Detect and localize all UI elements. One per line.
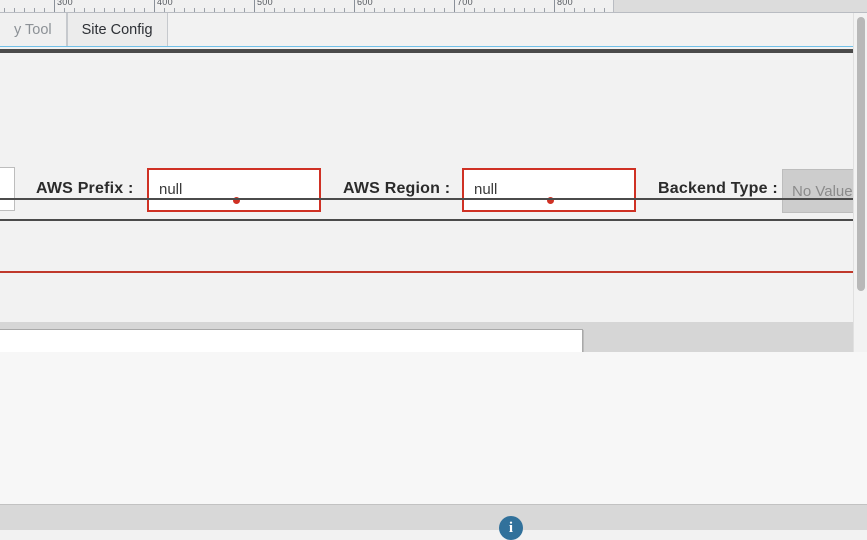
ruler-major-tick [454, 0, 455, 12]
config-panel: AWS Prefix : null AWS Region : null Back… [0, 49, 853, 352]
tab-strip: y Tool Site Config [0, 13, 168, 46]
ruler-minor-tick [574, 8, 575, 12]
ruler-major-tick [254, 0, 255, 12]
info-icon[interactable]: i [499, 516, 523, 540]
backend-type-select[interactable]: No Value [782, 169, 853, 213]
backend-type-label: Backend Type : [658, 180, 778, 197]
ruler-label: 400 [157, 0, 173, 7]
ruler-minor-tick [384, 8, 385, 12]
tab-bar-empty-space [145, 13, 867, 46]
divider-upper [0, 198, 853, 200]
backend-type-value: No Value [792, 182, 853, 200]
ruler-minor-tick [504, 8, 505, 12]
ruler-minor-tick [584, 8, 585, 12]
ruler-minor-tick [334, 8, 335, 12]
ruler-minor-tick [24, 8, 25, 12]
ruler-major-tick [354, 0, 355, 12]
ruler-minor-tick [544, 8, 545, 12]
tab-site-config-label: Site Config [81, 21, 153, 38]
vertical-scrollbar[interactable] [853, 13, 867, 352]
bottom-status-bar [0, 504, 867, 530]
band-text-input[interactable] [0, 329, 583, 352]
ruler-minor-tick [344, 8, 345, 12]
ruler-major-tick [554, 0, 555, 12]
ruler-minor-tick [44, 8, 45, 12]
ruler-minor-tick [234, 8, 235, 12]
ruler-minor-tick [284, 8, 285, 12]
ruler-minor-tick [564, 8, 565, 12]
ruler-label: 300 [57, 0, 73, 7]
aws-region-error-dot-icon [547, 197, 554, 204]
info-icon-glyph: i [508, 519, 514, 536]
ruler-minor-tick [34, 8, 35, 12]
ruler-minor-tick [114, 8, 115, 12]
ruler-minor-tick [134, 8, 135, 12]
page-background [0, 352, 867, 504]
ruler-minor-tick [324, 8, 325, 12]
aws-prefix-label: AWS Prefix : [36, 180, 134, 197]
ruler-minor-tick [274, 8, 275, 12]
aws-prefix-value: null [159, 181, 183, 198]
ruler-minor-tick [414, 8, 415, 12]
ruler-minor-tick [514, 8, 515, 12]
ruler-minor-tick [94, 8, 95, 12]
ruler-minor-tick [314, 8, 315, 12]
ruler-minor-tick [224, 8, 225, 12]
ruler-minor-tick [104, 8, 105, 12]
vertical-scrollbar-thumb[interactable] [857, 17, 865, 291]
ruler-label: 700 [457, 0, 473, 7]
aws-region-input[interactable]: null [462, 168, 636, 212]
aws-region-value: null [474, 181, 498, 198]
ruler-major-tick [154, 0, 155, 12]
divider-middle [0, 219, 853, 221]
ruler-label: 500 [257, 0, 273, 7]
ruler-minor-tick [304, 8, 305, 12]
ruler-label: 800 [557, 0, 573, 7]
ruler-minor-tick [164, 8, 165, 12]
ruler-minor-tick [74, 8, 75, 12]
tab-site-config[interactable]: Site Config [66, 13, 168, 46]
tab-y-tool[interactable]: y Tool [0, 13, 67, 46]
ruler-minor-tick [64, 8, 65, 12]
ruler-minor-tick [374, 8, 375, 12]
ruler-minor-tick [424, 8, 425, 12]
ruler-minor-tick [194, 8, 195, 12]
ruler-minor-tick [434, 8, 435, 12]
tab-bar: y Tool Site Config [0, 13, 867, 47]
ruler-minor-tick [484, 8, 485, 12]
divider-error-red [0, 271, 853, 273]
clipped-left-input[interactable] [0, 167, 15, 211]
ruler-label: 600 [357, 0, 373, 7]
ruler-inactive-region [613, 0, 867, 12]
horizontal-ruler: 300 400 500 600 700 800 [0, 0, 867, 13]
ruler-minor-tick [174, 8, 175, 12]
ruler-minor-tick [244, 8, 245, 12]
ruler-minor-tick [604, 8, 605, 12]
ruler-minor-tick [394, 8, 395, 12]
ruler-minor-tick [124, 8, 125, 12]
ruler-minor-tick [464, 8, 465, 12]
ruler-minor-tick [534, 8, 535, 12]
ruler-minor-tick [474, 8, 475, 12]
ruler-minor-tick [204, 8, 205, 12]
ruler-minor-tick [84, 8, 85, 12]
ruler-minor-tick [494, 8, 495, 12]
tab-y-tool-label: y Tool [14, 21, 52, 38]
ruler-minor-tick [144, 8, 145, 12]
aws-region-label: AWS Region : [343, 180, 451, 197]
ruler-minor-tick [524, 8, 525, 12]
ruler-minor-tick [14, 8, 15, 12]
ruler-minor-tick [364, 8, 365, 12]
ruler-minor-tick [294, 8, 295, 12]
ruler-major-tick [54, 0, 55, 12]
ruler-minor-tick [184, 8, 185, 12]
ruler-minor-tick [594, 8, 595, 12]
ruler-minor-tick [264, 8, 265, 12]
ruler-minor-tick [214, 8, 215, 12]
aws-prefix-input[interactable]: null [147, 168, 321, 212]
aws-prefix-error-dot-icon [233, 197, 240, 204]
ruler-minor-tick [444, 8, 445, 12]
ruler-minor-tick [404, 8, 405, 12]
ruler-minor-tick [4, 8, 5, 12]
